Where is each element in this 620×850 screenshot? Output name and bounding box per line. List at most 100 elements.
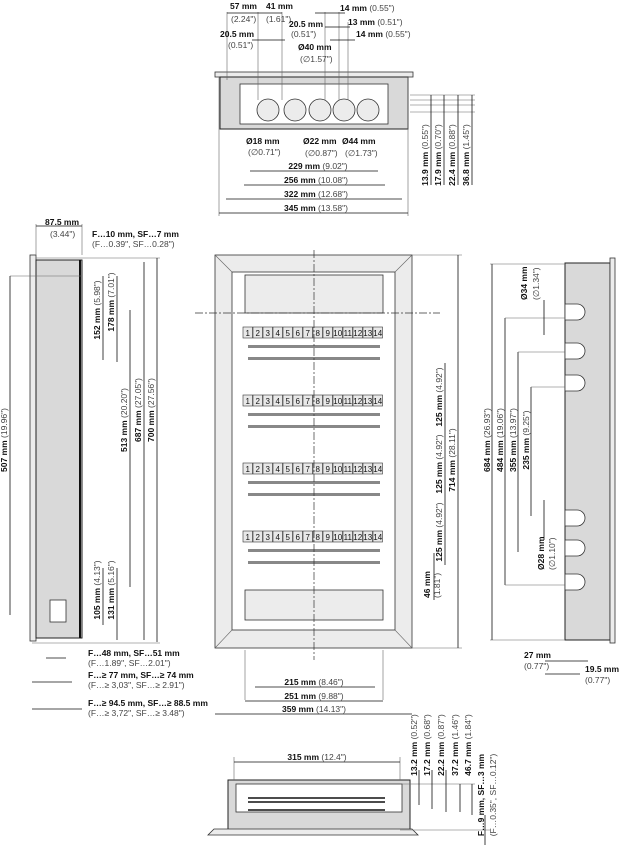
front-714-in: (28.11") [447, 428, 457, 457]
front-359-in: (14.13") [316, 704, 346, 714]
right-27-mm: 27 mm [524, 650, 551, 660]
top-13-9-mm: 13.9 mm [420, 151, 430, 185]
side-depth-mm: 87.5 mm [45, 217, 79, 227]
side-178-mm: 178 mm [106, 300, 116, 332]
terminal-number: 9 [326, 329, 331, 338]
terminal-number: 3 [266, 465, 271, 474]
din-rail [248, 425, 380, 428]
bottom-22-2-in: (0.87") [436, 714, 446, 739]
svg-text:125 mm (4.92"): 125 mm (4.92") [434, 367, 444, 426]
terminal-box [252, 326, 263, 339]
svg-text:14 mm (0.55"): 14 mm (0.55") [340, 3, 395, 13]
right-235-in: (9.25") [521, 410, 531, 435]
terminal-number: 11 [344, 397, 353, 406]
terminal-number: 13 [363, 397, 372, 406]
svg-text:315 mm (12.4"): 315 mm (12.4") [287, 752, 346, 762]
dia-22-mm: Ø22 mm [303, 136, 337, 146]
side-105-in: (4.13") [92, 560, 102, 585]
terminal-number: 9 [326, 465, 331, 474]
side-flange [29, 254, 37, 642]
svg-text:125 mm (4.92"): 125 mm (4.92") [434, 502, 444, 561]
terminal-box [332, 530, 343, 543]
svg-text:57 mm: 57 mm [230, 1, 257, 11]
bottom-37-2-in: (1.46") [450, 714, 460, 739]
right-684-in: (26.93") [482, 408, 492, 438]
bottom-315-mm: 315 mm [287, 752, 319, 762]
front-251-mm: 251 mm [284, 691, 316, 701]
dia-34-mm: Ø34 mm [519, 266, 529, 300]
svg-text:251 mm (9.88"): 251 mm (9.88") [284, 691, 343, 701]
svg-text:178 mm (7.01"): 178 mm (7.01") [106, 272, 116, 331]
dia-40-in: (∅1.57") [300, 54, 333, 64]
terminal-number: 11 [344, 533, 353, 542]
terminal-box [242, 394, 253, 407]
side-687-mm: 687 mm [133, 410, 143, 442]
side-f94-in: (F…≥ 3,72", SF…≥ 3.48") [88, 708, 185, 718]
svg-text:322 mm (12.68"): 322 mm (12.68") [284, 189, 348, 199]
dia-18-mm: Ø18 mm [246, 136, 280, 146]
dia-28-mm: Ø28 mm [536, 536, 546, 570]
svg-text:687 mm (27.05"): 687 mm (27.05") [133, 378, 143, 442]
right-484-mm: 484 mm [495, 440, 505, 472]
terminal-box [272, 462, 283, 475]
front-359-mm: 359 mm [282, 704, 314, 714]
terminal-box [262, 326, 273, 339]
terminal-box [352, 530, 363, 543]
terminal-number: 6 [296, 329, 301, 338]
top-57-mm: 57 mm [230, 1, 257, 11]
svg-text:484 mm (19.06"): 484 mm (19.06") [495, 408, 505, 472]
terminal-box [342, 530, 353, 543]
terminal-number: 11 [344, 465, 353, 474]
side-507-mm: 507 mm [0, 440, 9, 472]
side-105-mm: 105 mm [92, 588, 102, 620]
side-700-in: (27.56") [146, 378, 156, 408]
cable-entries [564, 303, 586, 591]
top-229-in: (9.02") [322, 161, 347, 171]
svg-text:507 mm (19.96"): 507 mm (19.96") [0, 408, 9, 472]
terminal-box [362, 394, 373, 407]
svg-text:36.8 mm (1.45"): 36.8 mm (1.45") [461, 124, 471, 186]
top-345-mm: 345 mm [284, 203, 316, 213]
terminal-number: 14 [373, 397, 382, 406]
terminal-number: 12 [353, 329, 362, 338]
front-125c-in: (4.92") [434, 502, 444, 527]
svg-text:714 mm (28.11"): 714 mm (28.11") [447, 428, 457, 492]
terminal-number: 7 [306, 329, 311, 338]
svg-text:46.7 mm (1.84"): 46.7 mm (1.84") [463, 714, 473, 776]
top-20-5b-mm: 20.5 mm [220, 29, 254, 39]
dia-34-in: (∅1.34") [531, 267, 541, 300]
right-235-mm: 235 mm [521, 438, 531, 470]
terminal-box [312, 530, 323, 543]
right-355-mm: 355 mm [508, 440, 518, 472]
bottom-22-2-mm: 22.2 mm [436, 741, 446, 775]
front-714-mm: 714 mm [447, 460, 457, 492]
side-f10-in: (F…0.39", SF…0.28") [92, 239, 175, 249]
terminal-box [352, 462, 363, 475]
terminal-box [242, 530, 253, 543]
terminal-box [262, 530, 273, 543]
terminal-number: 8 [316, 397, 321, 406]
front-125b-in: (4.92") [434, 434, 444, 459]
terminal-number: 2 [256, 465, 261, 474]
terminal-box [252, 530, 263, 543]
terminal-box [262, 462, 273, 475]
bottom-46-7-in: (1.84") [463, 714, 473, 739]
terminal-box [362, 462, 373, 475]
terminal-number: 14 [373, 329, 382, 338]
terminal-box [252, 394, 263, 407]
top-view: 57 mm (2.24") 41 mm (1.61") 14 mm (0.55"… [214, 1, 475, 216]
terminal-box [332, 326, 343, 339]
terminal-box [292, 530, 303, 543]
terminal-number: 8 [316, 329, 321, 338]
terminal-box [272, 394, 283, 407]
terminal-number: 4 [276, 465, 281, 474]
terminal-number: 5 [286, 329, 291, 338]
terminal-number: 1 [246, 397, 251, 406]
svg-text:22.4 mm (0.88"): 22.4 mm (0.88") [447, 124, 457, 186]
terminal-number: 7 [306, 397, 311, 406]
top-22-4-in: (0.88") [447, 124, 457, 149]
top-13-mm: 13 mm [348, 17, 375, 27]
terminal-box [342, 326, 353, 339]
terminal-box [302, 462, 313, 475]
